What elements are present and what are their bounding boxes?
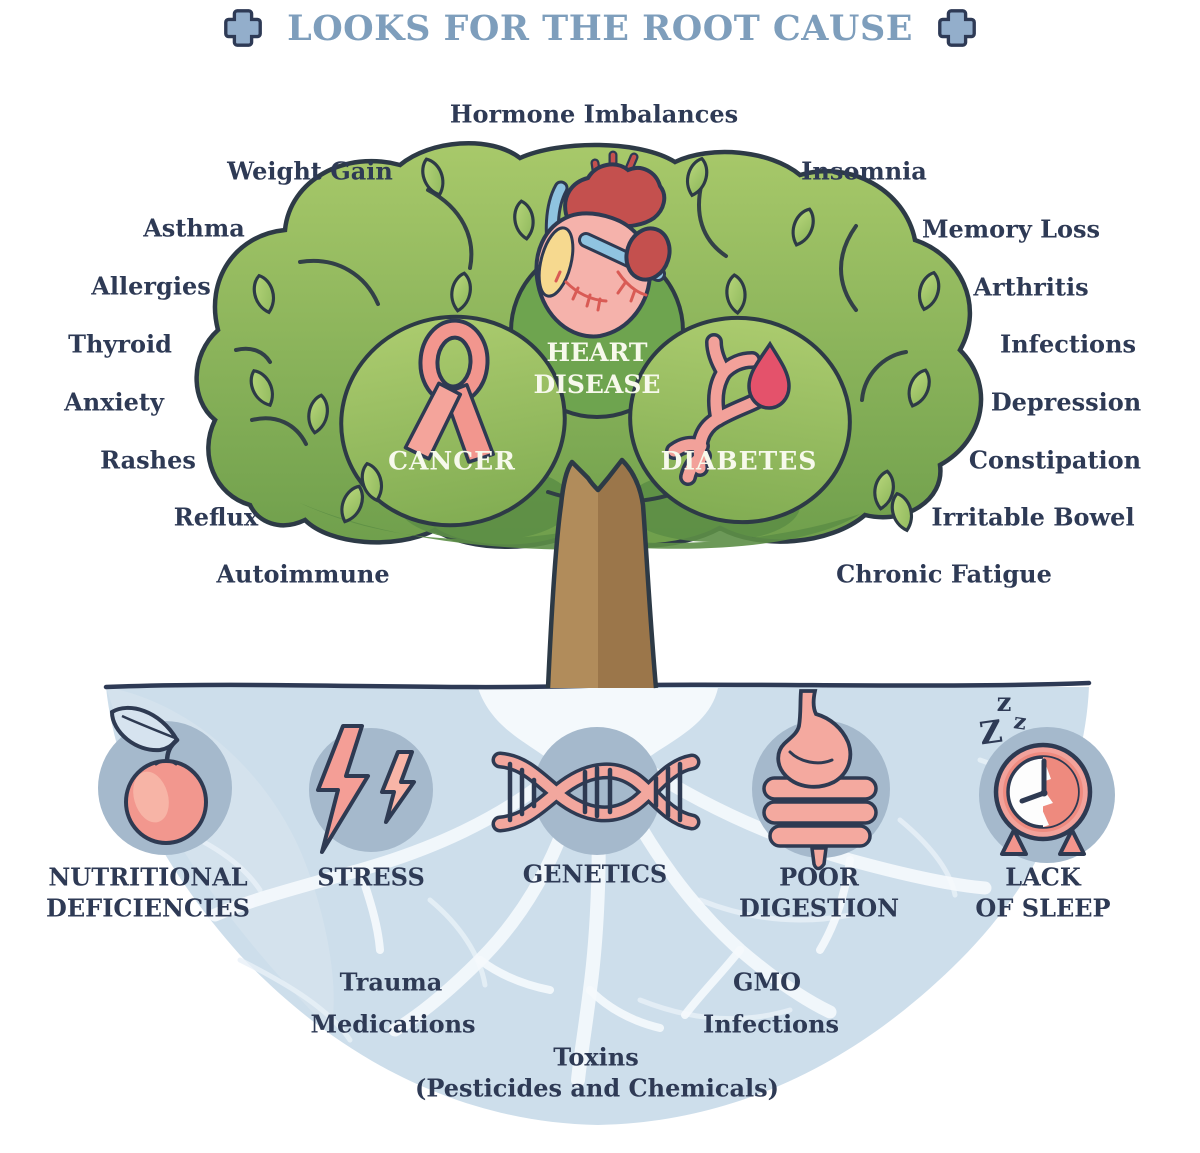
- symptom-label-memory-loss: Memory Loss: [921, 214, 1101, 244]
- digestive-tract-icon: [762, 689, 878, 871]
- other-cause-trauma: Trauma: [339, 967, 443, 997]
- page-title: LOOKS FOR THE ROOT CAUSE: [287, 7, 913, 49]
- symptom-label-infections: Infections: [999, 329, 1137, 359]
- symptom-label-insomnia: Insomnia: [801, 156, 927, 186]
- symptom-label-constipation: Constipation: [968, 445, 1142, 475]
- sleep-line1: LACK: [1005, 862, 1081, 892]
- digestion-line1: POOR: [779, 862, 859, 892]
- cause-label-nutritional-deficiencies: NUTRITIONAL DEFICIENCIES: [46, 862, 250, 923]
- disease-label-cancer: CANCER: [388, 446, 516, 476]
- other-cause-gmo: GMO: [733, 967, 801, 997]
- cause-label-genetics: GENETICS: [522, 859, 668, 889]
- symptom-label-weight-gain: Weight Gain: [227, 156, 393, 186]
- cause-label-lack-of-sleep: LACK OF SLEEP: [975, 862, 1110, 923]
- cause-label-stress: STRESS: [317, 862, 425, 892]
- disease-label-diabetes: DIABETES: [660, 446, 818, 476]
- symptom-label-thyroid: Thyroid: [68, 329, 172, 359]
- other-cause-medications: Medications: [310, 1009, 476, 1039]
- digestion-line2: DIGESTION: [738, 893, 900, 922]
- tree-trunk: [545, 457, 659, 689]
- symptom-label-arthritis: Arthritis: [973, 272, 1089, 302]
- heart-vessels: [554, 270, 648, 312]
- symptom-label-autoimmune: Autoimmune: [216, 559, 390, 589]
- dna-icon: [491, 751, 701, 833]
- cause-label-poor-digestion: POOR DIGESTION: [739, 862, 899, 923]
- awareness-ribbon-icon: [403, 318, 495, 464]
- anatomical-heart-icon: [534, 150, 672, 339]
- nutritional-line1: NUTRITIONAL: [48, 862, 248, 892]
- alarm-clock-icon: [993, 742, 1093, 856]
- sleep-line2: OF SLEEP: [975, 893, 1111, 922]
- symptom-label-reflux: Reflux: [173, 502, 259, 532]
- symptom-label-allergies: Allergies: [91, 271, 211, 301]
- sleep-z-1: z: [996, 688, 1012, 718]
- medical-cross-icon: [224, 9, 262, 47]
- sleep-z-2: Z: [977, 713, 1005, 753]
- other-cause-toxins: Toxins: [553, 1042, 639, 1072]
- other-cause-infections: Infections: [702, 1009, 840, 1039]
- symptom-label-depression: Depression: [990, 387, 1142, 417]
- symptom-label-rashes: Rashes: [100, 445, 196, 475]
- disease-label-heart-disease: HEART DISEASE: [534, 337, 661, 401]
- heart-disease-line1: HEART: [546, 338, 648, 367]
- other-cause-pesticides: (Pesticides and Chemicals): [414, 1073, 780, 1103]
- blood-vessel-icon: [665, 333, 773, 486]
- symptom-label-hormone-imbalances: Hormone Imbalances: [449, 99, 739, 129]
- symptom-label-chronic-fatigue: Chronic Fatigue: [836, 559, 1052, 589]
- lightning-icon: [316, 724, 416, 854]
- symptom-label-asthma: Asthma: [143, 213, 245, 243]
- symptom-label-irritable-bowel: Irritable Bowel: [931, 502, 1135, 532]
- nutritional-line2: DEFICIENCIES: [46, 893, 250, 922]
- medical-cross-icon: [938, 9, 976, 47]
- blood-drop-icon: [747, 340, 791, 410]
- heart-disease-line2: DISEASE: [533, 370, 661, 399]
- symptom-label-anxiety: Anxiety: [64, 387, 164, 417]
- apple-icon: [109, 705, 208, 845]
- title-row: LOOKS FOR THE ROOT CAUSE: [0, 6, 1200, 50]
